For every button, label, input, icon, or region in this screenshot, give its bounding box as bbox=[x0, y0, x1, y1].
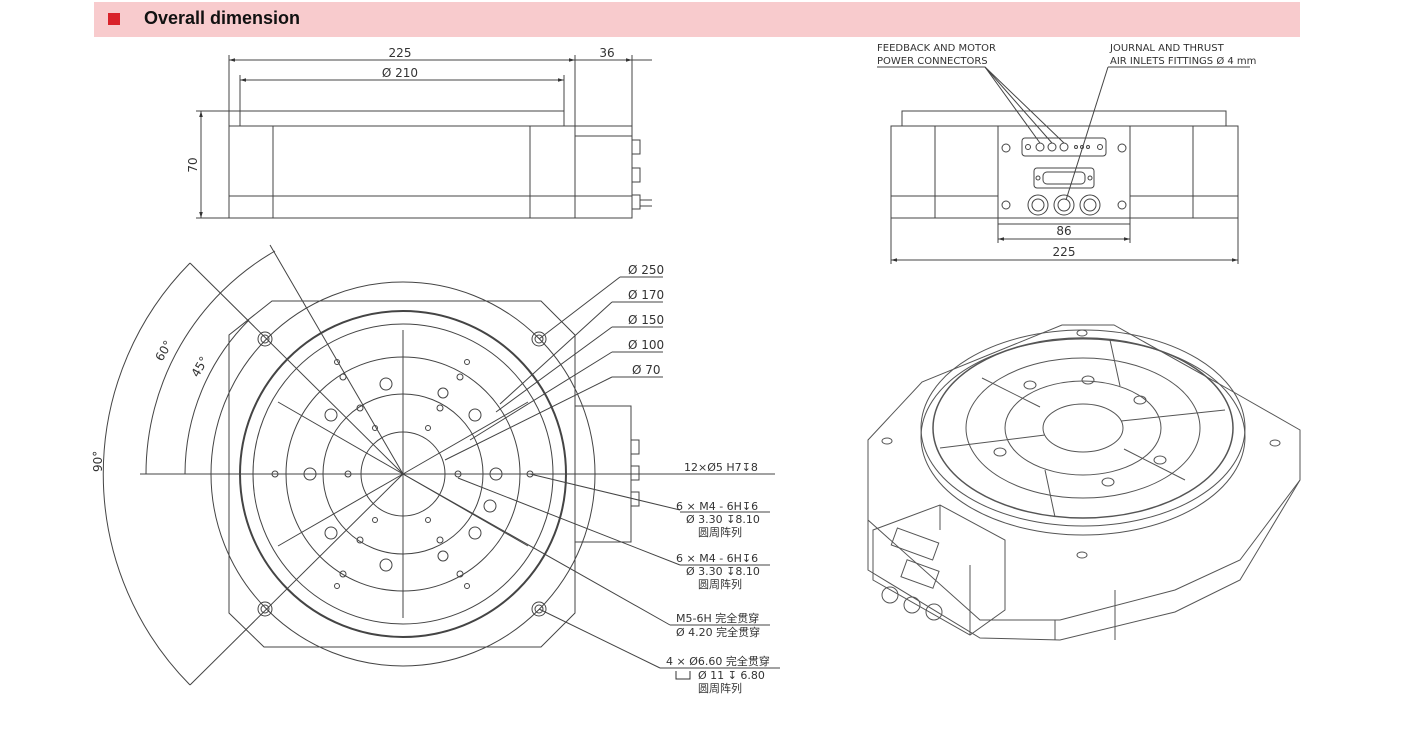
connector-dim-225: 225 bbox=[1053, 245, 1076, 259]
plan-view bbox=[102, 244, 780, 686]
d170-label: Ø 170 bbox=[628, 288, 664, 302]
d70-label: Ø 70 bbox=[632, 363, 661, 377]
m4a-line1: 6 × M4 - 6H↧6 bbox=[676, 500, 758, 513]
m4a-line3: 圆周阵列 bbox=[698, 525, 742, 539]
front-view bbox=[196, 55, 652, 219]
m5-line2: Ø 4.20 完全贯穿 bbox=[676, 625, 760, 639]
air-inlet-label-1: JOURNAL AND THRUST bbox=[1109, 43, 1225, 54]
feedback-label-1: FEEDBACK AND MOTOR bbox=[877, 43, 996, 54]
connector-dim-86: 86 bbox=[1056, 224, 1071, 238]
holes-12-label: 12×Ø5 H7↧8 bbox=[684, 461, 758, 474]
section-title: Overall dimension bbox=[144, 8, 301, 28]
angle-45-label: 45° bbox=[188, 354, 211, 379]
counterbore-icon bbox=[675, 671, 691, 680]
d250-label: Ø 250 bbox=[628, 263, 664, 277]
angle-60-label: 60° bbox=[152, 338, 175, 363]
h4-line3: 圆周阵列 bbox=[698, 681, 742, 695]
connector-view bbox=[877, 66, 1250, 264]
h4-line1: 4 × Ø6.60 完全贯穿 bbox=[666, 654, 770, 668]
isometric-view bbox=[867, 324, 1301, 641]
m4b-line3: 圆周阵列 bbox=[698, 577, 742, 591]
m5-line1: M5-6H 完全贯穿 bbox=[676, 611, 759, 625]
feedback-label-2: POWER CONNECTORS bbox=[877, 56, 988, 67]
h4-line2: Ø 11 ↧ 6.80 bbox=[698, 669, 765, 682]
front-side-label: 36 bbox=[599, 46, 614, 60]
front-diameter-label: Ø 210 bbox=[382, 66, 418, 80]
header-bullet-icon bbox=[108, 13, 120, 25]
m4a-line2: Ø 3.30 ↧8.10 bbox=[686, 513, 760, 526]
d100-label: Ø 100 bbox=[628, 338, 664, 352]
angle-90-label: 90° bbox=[91, 451, 105, 472]
section-header: Overall dimension bbox=[94, 2, 1300, 37]
front-width-label: 225 bbox=[389, 46, 412, 60]
m4b-line2: Ø 3.30 ↧8.10 bbox=[686, 565, 760, 578]
d150-label: Ø 150 bbox=[628, 313, 664, 327]
air-inlet-label-2: AIR INLETS FITTINGS Ø 4 mm bbox=[1110, 55, 1256, 67]
m4b-line1: 6 × M4 - 6H↧6 bbox=[676, 552, 758, 565]
front-height-label: 70 bbox=[186, 157, 200, 172]
